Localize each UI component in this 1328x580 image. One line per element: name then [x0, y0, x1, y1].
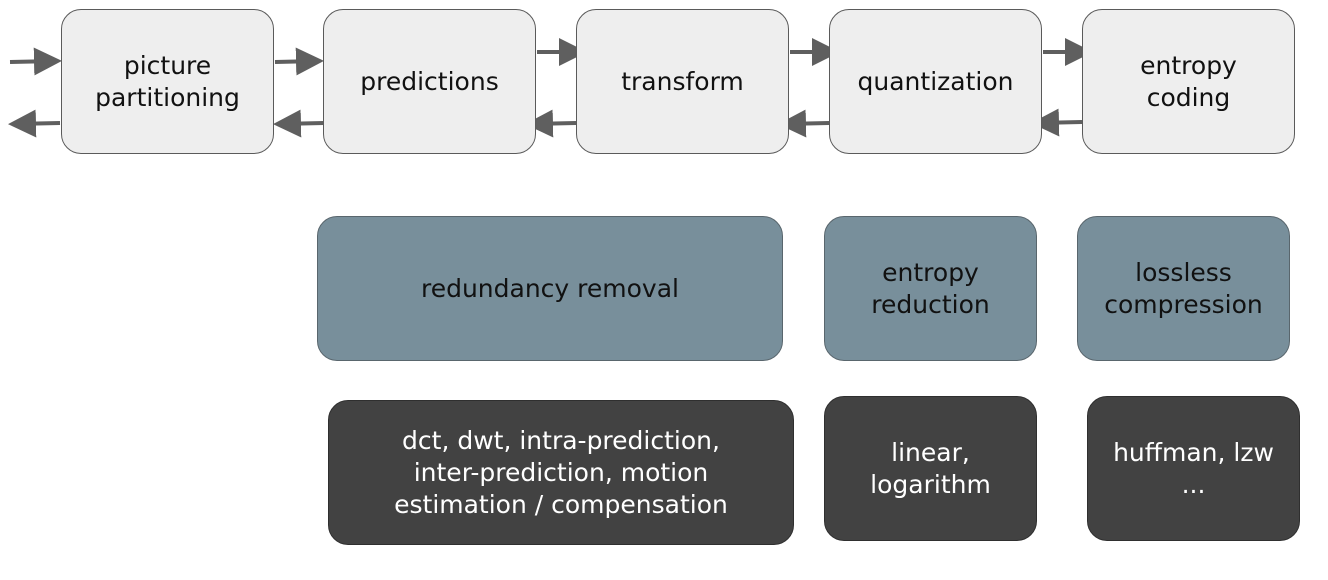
- backward-arrow-4: [1031, 108, 1083, 137]
- stage-picture-partitioning: picture partitioning: [61, 9, 274, 154]
- backward-arrow-2: [525, 109, 577, 138]
- technique-prediction-transform: dct, dwt, intra-prediction, inter-predic…: [328, 400, 794, 545]
- technique-label: huffman, lzw ...: [1113, 437, 1274, 499]
- stage-label: predictions: [360, 66, 499, 96]
- technique-label: linear, logarithm: [870, 437, 991, 499]
- goal-label: entropy reduction: [871, 257, 990, 319]
- forward-arrow-1: [274, 47, 324, 76]
- forward-arrow-input: [9, 47, 62, 76]
- stage-transform: transform: [576, 9, 789, 154]
- technique-quantization-methods: linear, logarithm: [824, 396, 1037, 541]
- backward-arrow-output: [8, 109, 61, 138]
- technique-entropy-codes: huffman, lzw ...: [1087, 396, 1300, 541]
- goal-label: lossless compression: [1104, 257, 1263, 319]
- goal-entropy-reduction: entropy reduction: [824, 216, 1037, 361]
- stage-predictions: predictions: [323, 9, 536, 154]
- stage-entropy-coding: entropy coding: [1082, 9, 1295, 154]
- stage-quantization: quantization: [829, 9, 1042, 154]
- stage-label: picture partitioning: [95, 50, 240, 112]
- backward-arrow-3: [778, 109, 830, 138]
- goal-label: redundancy removal: [420, 273, 679, 303]
- goal-redundancy-removal: redundancy removal: [317, 216, 783, 361]
- stage-label: transform: [621, 66, 744, 96]
- technique-label: dct, dwt, intra-prediction, inter-predic…: [394, 425, 728, 519]
- goal-lossless-compression: lossless compression: [1077, 216, 1290, 361]
- stage-label: entropy coding: [1140, 50, 1237, 112]
- stage-label: quantization: [857, 66, 1014, 96]
- backward-arrow-1: [273, 109, 325, 138]
